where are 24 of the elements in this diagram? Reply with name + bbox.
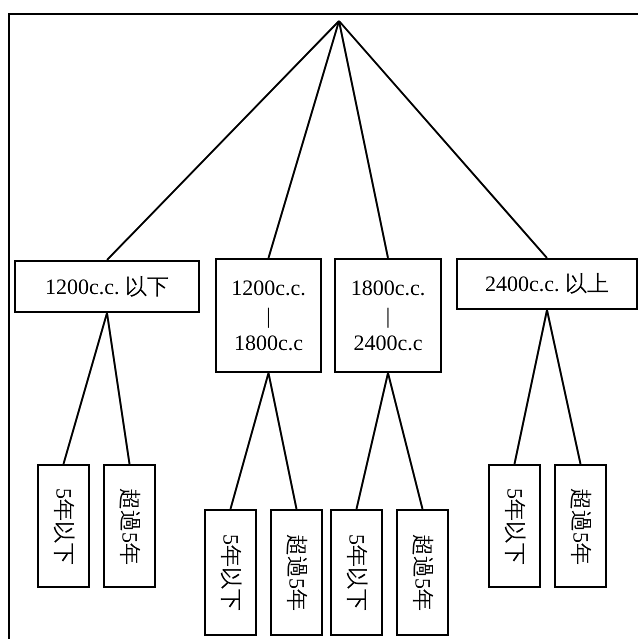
- connector-line: [387, 372, 424, 510]
- connector-line: [106, 312, 130, 464]
- category-box: 1800c.c. | 2400c.c: [334, 258, 442, 373]
- duration-box: 5年以下: [204, 509, 257, 636]
- duration-box: 5年以下: [488, 464, 541, 588]
- connector-line: [514, 310, 548, 464]
- category-box: 1200c.c. 以下: [14, 260, 200, 313]
- category-box: 2400c.c. 以上: [456, 258, 638, 310]
- duration-box: 超過5年: [396, 509, 449, 636]
- connector-line: [546, 310, 582, 464]
- duration-box: 超過5年: [270, 509, 323, 636]
- connector-line: [268, 20, 340, 258]
- duration-box: 超過5年: [554, 464, 607, 588]
- connector-line: [62, 312, 108, 464]
- duration-box: 5年以下: [37, 464, 90, 588]
- connector-line: [268, 372, 298, 510]
- connector-line: [106, 20, 340, 261]
- connector-line: [230, 372, 270, 510]
- connector-line: [338, 20, 389, 258]
- connector-line: [356, 372, 389, 510]
- duration-box: 5年以下: [330, 509, 383, 636]
- category-box: 1200c.c. | 1800c.c: [215, 258, 322, 373]
- duration-box: 超過5年: [103, 464, 156, 588]
- connector-line: [338, 20, 548, 259]
